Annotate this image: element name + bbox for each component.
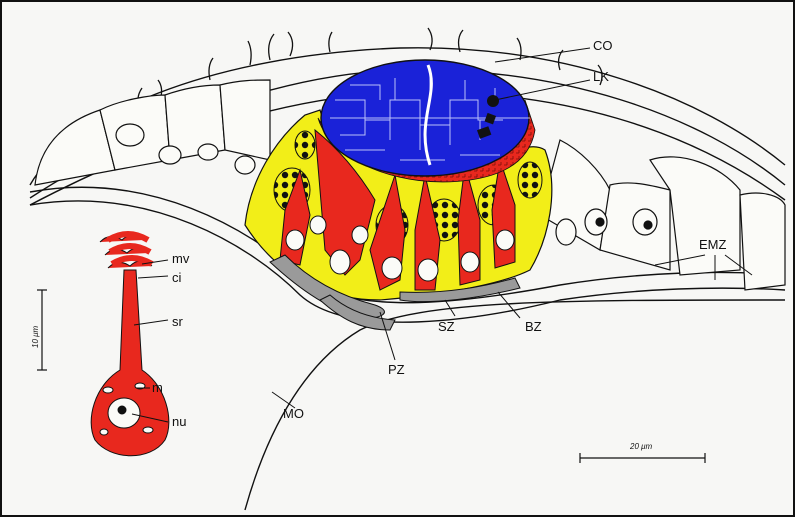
statolith [321,60,530,176]
label-mv: mv [172,251,190,266]
scale-bar-left-label: 10 μm [31,325,40,348]
label-mo: MO [283,406,304,421]
label-co: CO [593,38,613,53]
label-sr: sr [172,314,184,329]
label-emz: EMZ [699,237,727,252]
scale-bar-right [580,453,705,463]
epithelial-cells-right [540,140,785,290]
label-bz: BZ [525,319,542,334]
label-pz: PZ [388,362,405,377]
epithelial-cells-left [35,80,270,185]
label-nu: nu [172,414,186,429]
label-ci: ci [172,270,182,285]
label-m: m [152,380,163,395]
label-lk: LK [593,69,609,84]
isolated-receptor-cell [91,234,169,456]
scale-bar-right-label: 20 μm [629,442,653,451]
label-sz: SZ [438,319,455,334]
